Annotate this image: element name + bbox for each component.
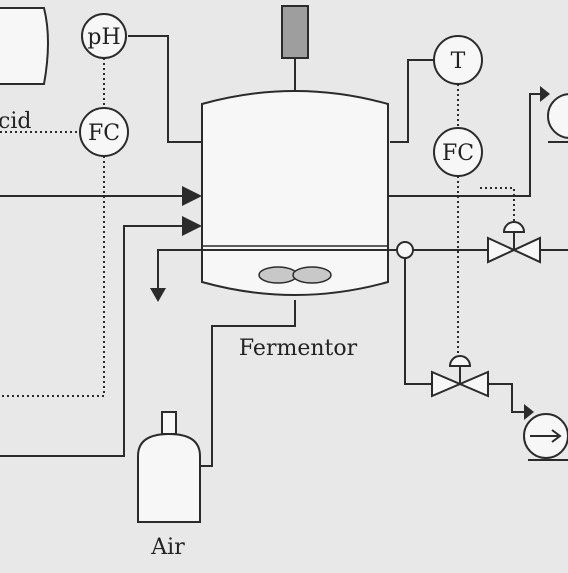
fc-temp-label: FC — [442, 141, 474, 166]
fc-acid-signal-down — [0, 156, 105, 397]
feed-line-2 — [0, 216, 202, 457]
lower-line-2 — [488, 383, 524, 413]
ph-sensor-label: pH — [87, 25, 120, 50]
pump-icon — [540, 86, 568, 143]
jacket-port — [396, 241, 414, 259]
gas-cylinder-icon — [137, 411, 201, 523]
acid-tank — [0, 7, 49, 85]
fermentor-vessel — [201, 90, 389, 296]
ph-sensor-line — [128, 35, 202, 143]
control-valve-icon — [431, 355, 489, 398]
pump-icon — [523, 404, 568, 461]
impeller-icon — [258, 266, 332, 284]
motor-icon — [281, 5, 309, 59]
fc-acid-bubble: FC — [79, 107, 129, 157]
acid-tank-label: cid — [0, 109, 31, 134]
lower-line — [404, 258, 432, 385]
fc-upper-valve-signal — [480, 187, 515, 222]
upper-pump-line — [388, 93, 540, 197]
ph-sensor-bubble: pH — [81, 13, 127, 59]
fc-temp-bubble: FC — [433, 127, 483, 177]
air-label: Air — [150, 535, 185, 560]
temp-sensor-label: T — [451, 49, 466, 74]
control-valve-icon — [487, 221, 541, 264]
air-line — [196, 300, 296, 467]
temp-sensor-bubble: T — [433, 35, 483, 85]
outlet-arrow-icon — [150, 288, 166, 302]
fermentor-label: Fermentor — [239, 336, 358, 361]
outlet-line — [157, 249, 398, 300]
temp-sensor-line — [390, 59, 434, 143]
fc-acid-label: FC — [88, 121, 120, 146]
